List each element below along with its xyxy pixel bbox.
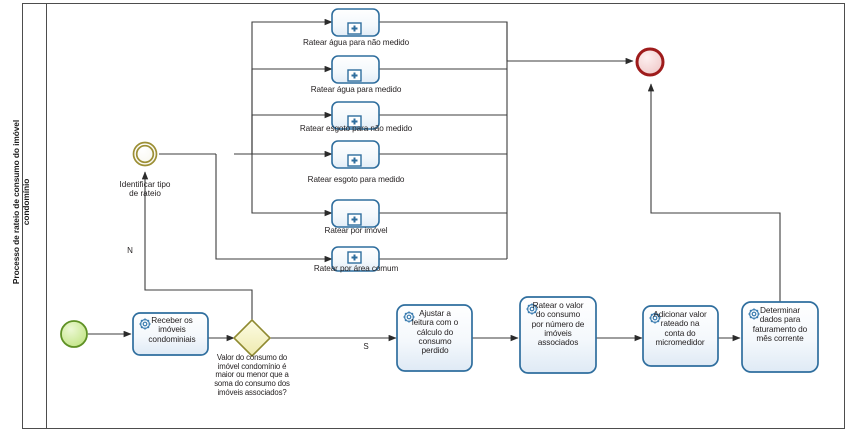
gear-icon (403, 311, 415, 323)
task-label-t4: Adicionar valor rateado na conta do micr… (653, 309, 707, 347)
exclusive-gateway-valor[interactable] (232, 318, 272, 358)
task-t5[interactable] (741, 301, 819, 373)
intermediate-event-identificar[interactable] (132, 141, 158, 167)
subprocess-sp5[interactable] (331, 199, 380, 228)
sequence-flows (88, 18, 781, 342)
subprocess-label-sp1: Ratear água para não medido (302, 38, 410, 47)
subprocess-sp4[interactable] (331, 140, 380, 169)
gear-icon (139, 318, 151, 330)
flow-split-to-sp2 (251, 65, 333, 154)
subprocess-shapes (331, 8, 380, 272)
task-label-t3: Ratear o valor do consumo por número de … (531, 300, 585, 348)
flow-split-to-sp5 (251, 154, 333, 217)
subprocess-label-sp5: Ratear por imóvel (324, 226, 388, 235)
subprocess-label-sp2: Ratear água para medido (310, 85, 402, 94)
task-label-t1: Receber os imóveis condominiais (148, 315, 196, 344)
subprocess-sp3[interactable] (331, 101, 380, 130)
pool-frame (22, 3, 845, 429)
subprocess-sp2[interactable] (331, 55, 380, 84)
flow-split-to-sp3 (251, 111, 333, 154)
flow-label-n: N (127, 246, 133, 255)
task-label-t2: Ajustar a leitura com o cálculo do consu… (411, 308, 459, 356)
flow-label-s: S (363, 342, 369, 351)
gear-icon (526, 303, 538, 315)
gear-icon (649, 312, 661, 324)
subprocess-label-sp3: Ratear esgoto para não medido (299, 124, 413, 133)
intermediate-event-label: Identificar tipo de rateio (119, 180, 171, 199)
flow-gateway-n-to-identificar (141, 171, 253, 320)
task-shapes (132, 296, 819, 374)
task-t2[interactable] (396, 304, 473, 372)
end-event[interactable] (635, 47, 665, 77)
task-t4[interactable] (642, 305, 719, 367)
task-t3[interactable] (519, 296, 597, 374)
gear-icons (139, 303, 760, 330)
pool-title: Processo de rateio de consumo do imóvel … (11, 119, 31, 285)
flow-split-to-sp6 (215, 154, 333, 263)
flow-t5-to-end (647, 83, 781, 310)
subprocess-sp6[interactable] (331, 246, 380, 272)
task-label-t5: Determinar dados para faturamento do mês… (752, 305, 808, 343)
subprocess-label-sp4: Ratear esgoto para medido (307, 175, 405, 184)
subprocess-label-sp6: Ratear por área comum (313, 264, 399, 273)
task-t1[interactable] (132, 312, 209, 356)
subprocess-sp1[interactable] (331, 8, 380, 37)
gear-icon (748, 308, 760, 320)
gateway-label: Valor do consumo do imóvel condomínio é … (214, 353, 290, 397)
start-event[interactable] (60, 320, 88, 348)
